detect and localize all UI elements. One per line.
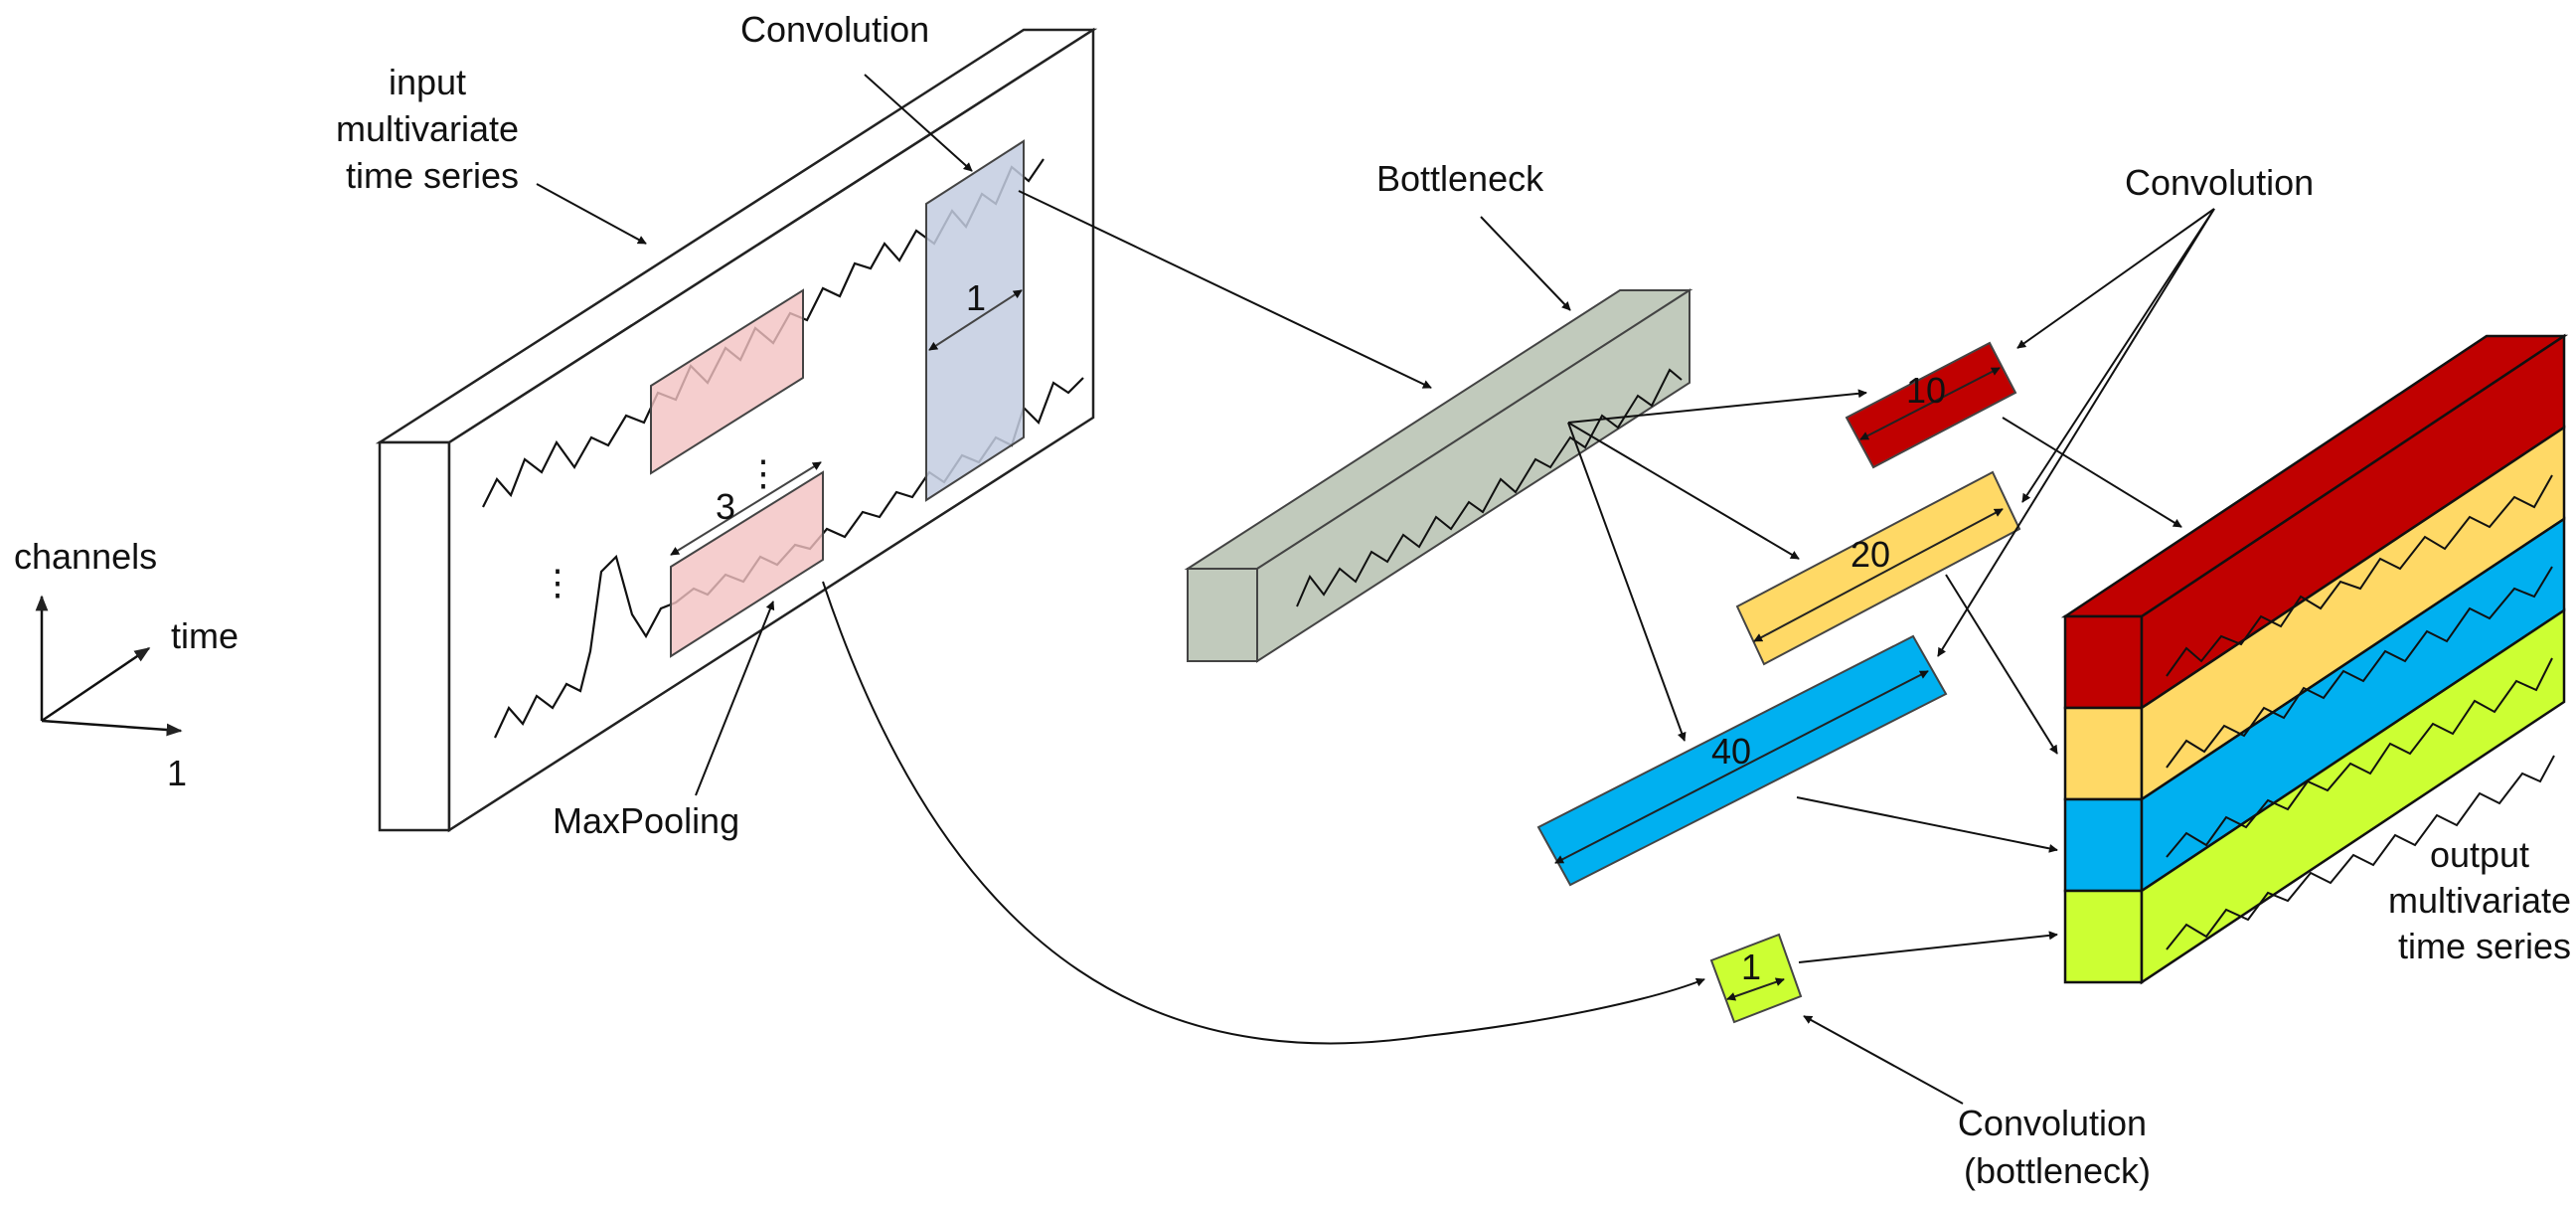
- convolution-right-arrow-f10: [2016, 208, 2215, 349]
- output-green-side: [2063, 889, 2144, 984]
- output-series-yellow: [2166, 566, 2553, 769]
- convolution-right-arrow-f40: [1937, 208, 2215, 657]
- one-axis: [41, 719, 183, 737]
- bottleneck-label: Bottleneck: [1376, 158, 1544, 199]
- bottleneck-block: [1184, 288, 1693, 663]
- axes-indicator: [35, 595, 183, 737]
- conv1-width-measure: [928, 289, 1023, 351]
- output-series-red: [2166, 474, 2553, 677]
- convolution-top-label: Convolution: [740, 9, 929, 50]
- arrow-f40-to-output: [1796, 796, 2058, 853]
- output-yellow-side: [2063, 706, 2144, 801]
- filter-40: 40: [1536, 634, 1948, 887]
- filter-20: 20: [1735, 470, 2021, 666]
- filter-1-label: 1: [1741, 947, 1761, 987]
- arrow-f20-to-output: [1945, 574, 2058, 755]
- output-series: [2166, 474, 2555, 950]
- arrow-maxpool-to-f1: [822, 581, 1705, 1045]
- output-label-line-3: time series: [2398, 926, 2571, 966]
- output-label-line-2: multivariate: [2388, 880, 2571, 921]
- conv1-width-label: 1: [966, 277, 986, 318]
- output-series-blue: [2166, 657, 2553, 858]
- arrow-bottleneck-to-f40: [1567, 422, 1687, 742]
- arrow-input-to-bottleneck: [1018, 190, 1432, 389]
- channels-axis-label: channels: [14, 536, 157, 577]
- filter-20-width-measure: [1753, 508, 2004, 642]
- convolution-top-arrow: [864, 74, 973, 172]
- one-axis-label: 1: [167, 753, 187, 793]
- arrow-bottleneck-to-f10: [1567, 389, 1867, 424]
- arrow-f10-to-output: [2002, 417, 2182, 528]
- bottleneck-series-line: [1296, 368, 1683, 607]
- output-label: output multivariate time series: [2388, 834, 2576, 966]
- time-axis: [41, 646, 151, 723]
- conv-bottleneck-label: Convolution (bottleneck): [1958, 1103, 2157, 1191]
- filter-20-label: 20: [1851, 534, 1890, 575]
- connections: [822, 190, 2215, 1105]
- time-axis-label: time: [171, 615, 239, 656]
- input-channel-dots: ⋮: [540, 562, 575, 602]
- conv-bottleneck-label-arrow: [1803, 1015, 1964, 1105]
- bottleneck-side-face: [1187, 568, 1258, 662]
- input-label: input multivariate time series: [336, 62, 529, 196]
- output-blue-side: [2063, 797, 2144, 893]
- output-label-line-1: output: [2430, 834, 2529, 875]
- filter-10: 10: [1845, 341, 2017, 469]
- filter-40-label: 40: [1711, 731, 1751, 772]
- conv-bottleneck-label-line-2: (bottleneck): [1964, 1150, 2151, 1191]
- conv-bottleneck-label-line-1: Convolution: [1958, 1103, 2147, 1143]
- bottleneck-label-arrow: [1480, 216, 1571, 311]
- output-red-side: [2063, 614, 2144, 710]
- convolution-right-label: Convolution: [2125, 162, 2314, 203]
- output-series-green: [2166, 755, 2555, 950]
- output-green-face: [2140, 607, 2566, 985]
- maxpool-window-upper: [650, 288, 804, 475]
- output-stack: [2060, 333, 2569, 985]
- convolution-right-arrow-f20: [2021, 208, 2215, 503]
- input-label-line-1: input: [389, 62, 466, 102]
- filter-1-bottleneck: 1: [1709, 933, 1803, 1024]
- filter-10-label: 10: [1906, 370, 1946, 411]
- arrow-bottleneck-to-f20: [1567, 422, 1800, 560]
- input-label-arrow: [536, 183, 647, 245]
- input-box-side-face: [378, 440, 451, 832]
- filter-10-width-measure: [1859, 367, 2001, 440]
- bottleneck-front-face: [1256, 288, 1690, 663]
- maxpooling-arrow: [695, 601, 775, 796]
- maxpool-width-label: 3: [716, 486, 735, 527]
- input-label-line-2: multivariate: [336, 108, 519, 149]
- maxpooling-label: MaxPooling: [553, 800, 739, 841]
- maxpool-width-measure: [670, 461, 822, 556]
- input-label-line-3: time series: [346, 155, 519, 196]
- input-channel-dots-mid: ⋮: [745, 452, 781, 493]
- arrow-f1-to-output: [1798, 931, 2058, 963]
- filter-1-width-measure: [1726, 977, 1785, 1001]
- filter-40-width-measure: [1554, 670, 1929, 864]
